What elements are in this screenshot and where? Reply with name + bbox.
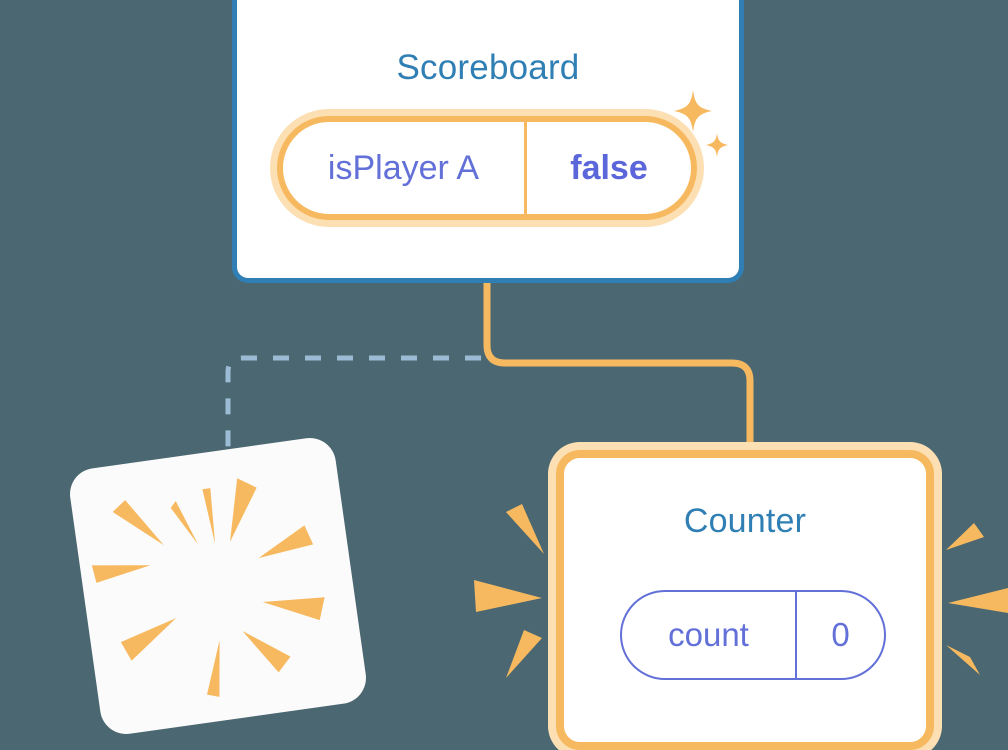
counter-title: Counter (683, 502, 807, 540)
spike-icon (474, 580, 542, 612)
counter-state-pill[interactable]: count 0 (620, 590, 886, 680)
counter-card[interactable]: Counter count 0 (556, 450, 934, 750)
sparkle-group (674, 90, 728, 157)
burst-ray-icon (207, 640, 220, 697)
burst-ray-icon (202, 488, 216, 544)
counter-spike-burst-left (474, 504, 544, 678)
spike-icon (948, 588, 1008, 613)
counter-state-value: 0 (831, 616, 850, 653)
solid-connector-to-counter-card (483, 283, 754, 462)
counter-spike-burst-right (946, 523, 1008, 675)
burst-card[interactable] (66, 434, 370, 738)
burst-ray-icon (120, 618, 177, 661)
burst-ray-icon (242, 631, 291, 673)
burst-ray-group (91, 478, 325, 697)
sparkle-large-icon (674, 90, 712, 132)
burst-ray-icon (229, 478, 257, 542)
spike-icon (946, 645, 980, 675)
counter-state-key: count (622, 592, 797, 678)
sparkle-small-icon (706, 133, 728, 157)
spike-icon (506, 504, 544, 554)
scoreboard-card[interactable]: Scoreboard isPlayer A false (232, 0, 744, 283)
scoreboard-state-pill[interactable]: isPlayer A false (277, 116, 697, 220)
spike-icon (946, 523, 984, 550)
scoreboard-state-value: false (570, 148, 648, 187)
burst-ray-icon (258, 525, 314, 559)
burst-ray-icon (262, 597, 325, 621)
burst-ray-icon (112, 500, 164, 546)
scoreboard-title: Scoreboard (396, 48, 580, 87)
burst-ray-icon (91, 565, 151, 583)
scoreboard-state-key: isPlayer A (283, 122, 527, 214)
burst-ray-icon (170, 501, 199, 545)
spike-icon (506, 630, 542, 678)
